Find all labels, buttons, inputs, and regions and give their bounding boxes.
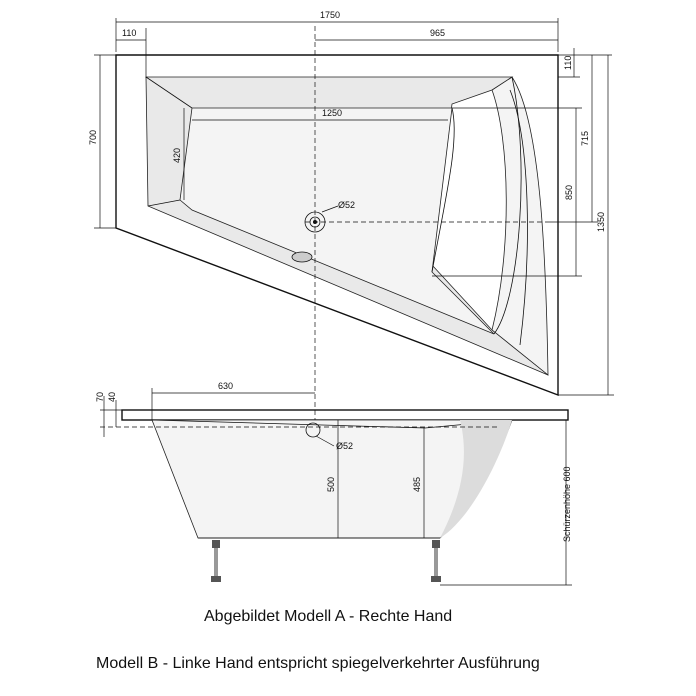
dim-500: 500 [326, 477, 336, 492]
drain-side-icon [305, 422, 321, 438]
leader-line [315, 435, 335, 447]
dim-1250: 1250 [322, 108, 342, 118]
side-view: Ø52 630 70 40 500 485 Schürzenhöhe 600 [95, 381, 572, 586]
dim-630: 630 [218, 381, 233, 391]
side-shading [440, 420, 512, 538]
rim-edge [493, 76, 522, 335]
dim-965: 965 [430, 28, 445, 38]
rim-side [121, 409, 569, 421]
dim-1750: 1750 [320, 10, 340, 20]
leader-line [321, 205, 339, 213]
dim-left-rim: 110 [122, 28, 136, 38]
right-foot [431, 540, 441, 582]
right-rim-contour [491, 76, 549, 376]
left-foot [211, 540, 221, 582]
dim-850: 850 [564, 185, 574, 200]
dim-right-rim: 110 [563, 56, 573, 70]
basin-floor [179, 107, 495, 335]
rim-edge [509, 89, 528, 346]
drain-label-side: Ø52 [336, 441, 353, 451]
floor-edge [431, 107, 455, 273]
caption-model-b: Modell B - Linke Hand entspricht spiegel… [96, 655, 540, 672]
corner-line [145, 76, 193, 109]
dim-700: 700 [88, 130, 98, 145]
dim-70: 70 [95, 392, 105, 402]
dim-apron: Schürzenhöhe 600 [562, 466, 572, 542]
drain-label-top: Ø52 [338, 200, 355, 210]
dim-715: 715 [580, 131, 590, 146]
dim-40: 40 [107, 392, 117, 402]
corner-line [147, 199, 181, 207]
dim-1350: 1350 [596, 212, 606, 232]
dim-485: 485 [412, 477, 422, 492]
caption-model-a: Abgebildet Modell A - Rechte Hand [204, 608, 452, 625]
overflow-icon [291, 251, 313, 263]
dim-420: 420 [172, 148, 182, 163]
top-view: 1750 110 965 1250 420 700 110 715 850 [88, 10, 614, 470]
